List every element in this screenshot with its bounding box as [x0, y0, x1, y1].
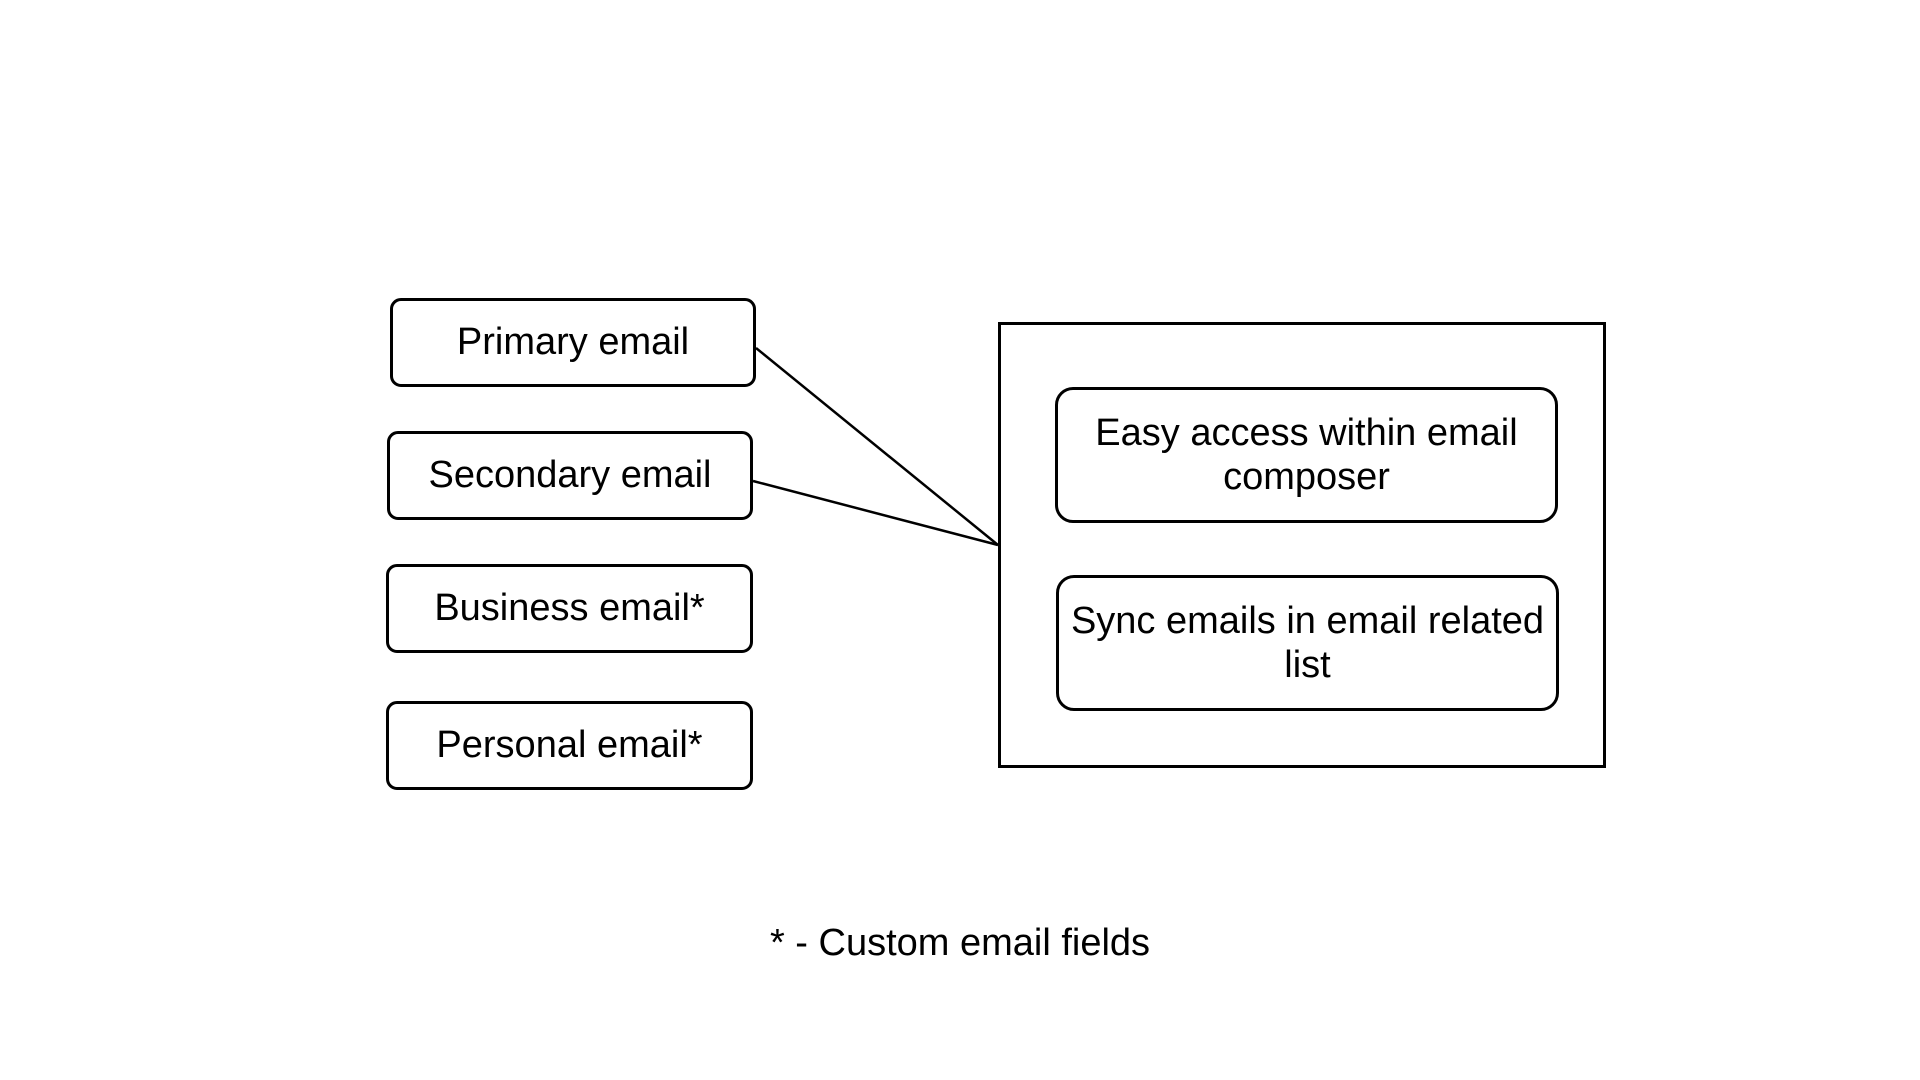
business-email-box: Business email*: [386, 564, 753, 653]
custom-fields-footnote: * - Custom email fields: [769, 922, 1151, 964]
personal-email-label: Personal email*: [436, 724, 703, 766]
business-email-label: Business email*: [434, 587, 705, 629]
connector-primary-to-features: [755, 347, 999, 546]
secondary-email-box: Secondary email: [387, 431, 753, 520]
primary-email-box: Primary email: [390, 298, 756, 387]
features-panel: Easy access within email composer Sync e…: [998, 322, 1606, 768]
easy-access-feature-box: Easy access within email composer: [1055, 387, 1558, 523]
personal-email-box: Personal email*: [386, 701, 753, 790]
connector-secondary-to-features: [752, 479, 999, 547]
primary-email-label: Primary email: [456, 321, 690, 363]
easy-access-feature-label: Easy access within email composer: [1095, 412, 1518, 498]
sync-feature-box: Sync emails in email related list: [1056, 575, 1559, 711]
secondary-email-label: Secondary email: [428, 454, 712, 496]
sync-feature-label: Sync emails in email related list: [1070, 600, 1545, 686]
